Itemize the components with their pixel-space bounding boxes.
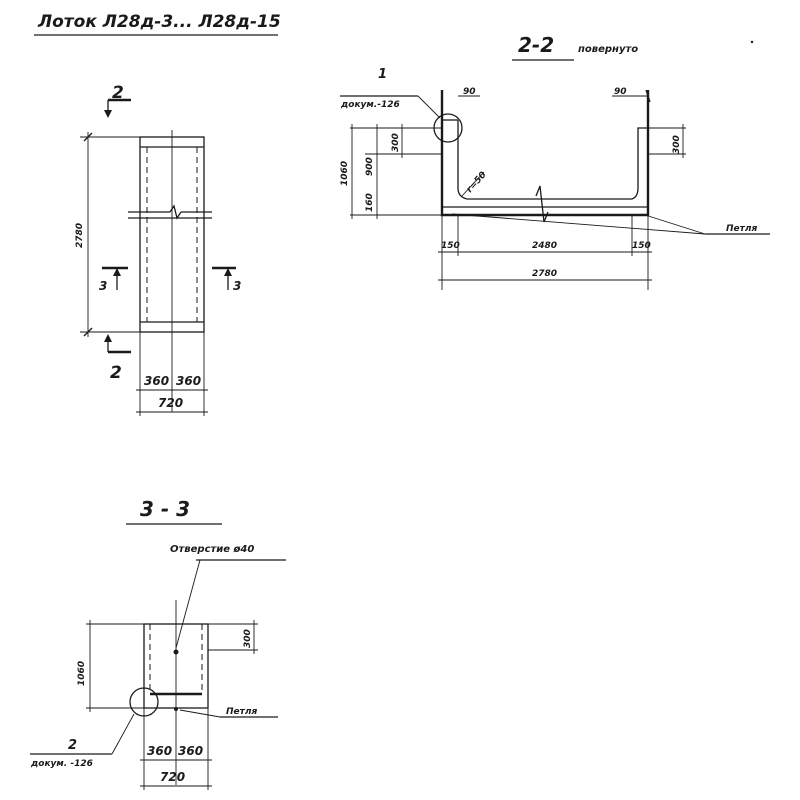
dim-3-half-left: 360 [147, 744, 172, 758]
section-3-3-title: 3 - 3 [140, 497, 190, 521]
radius-leader [461, 171, 485, 197]
hole-label: Отверстие ø40 [170, 544, 254, 555]
callout-1-number: 1 [378, 67, 387, 82]
dim-top-right-tick [645, 89, 651, 103]
plan-dim-half-left: 360 [144, 374, 169, 388]
cut-3-right-arrowhead [224, 268, 232, 276]
dim-3-width: 720 [160, 770, 185, 784]
dim-height-total: 1060 [340, 161, 350, 186]
trough-break-mark [535, 185, 549, 223]
dim-top-right: 90 [614, 87, 627, 97]
cut-2-bottom-label: 2 [110, 363, 122, 383]
plan-view: 2 2 3 3 2780 360 360 720 [75, 83, 241, 416]
cut-3-left-arrowhead [113, 268, 121, 276]
sheet-title: Лоток Л28д-3... Л28д-15 [37, 12, 281, 32]
section-2-2: 2-2 повернуто 1 докум.-126 90 90 1060 90… [340, 33, 770, 290]
section-2-2-title: 2-2 [518, 33, 554, 57]
paper-speck [750, 40, 754, 44]
dim-height-base: 160 [365, 193, 375, 212]
plan-dim-width: 720 [158, 396, 183, 410]
loop-leader-left [451, 213, 706, 235]
callout-1-leader [417, 95, 441, 119]
loop-mark [174, 707, 178, 711]
dim-top-left: 90 [463, 87, 476, 97]
loop-3-leader [179, 709, 221, 718]
hole-leader [175, 559, 201, 649]
trough-outer-contour [440, 90, 650, 217]
callout-2-ref: докум. -126 [30, 759, 93, 769]
trough-inner-contour [457, 120, 648, 200]
dim-side-left: 150 [441, 241, 460, 251]
dim-3-half-right: 360 [178, 744, 203, 758]
callout-1-ref: докум.-126 [340, 100, 400, 110]
section-2-2-subtitle: повернуто [578, 44, 638, 55]
cut-3-left-label: 3 [99, 279, 107, 293]
loop-label-3-3: Петля [226, 707, 257, 717]
plan-tick-a [83, 132, 93, 142]
dim-3-height: 1060 [77, 661, 87, 686]
plan-dim-length: 2780 [75, 223, 85, 248]
dim-edge-left: 300 [391, 133, 401, 152]
dim-middle: 2480 [532, 241, 557, 251]
plan-dim-half-right: 360 [176, 374, 201, 388]
loop-leader-right [641, 213, 706, 235]
dim-radius: r=50 [465, 170, 489, 195]
dim-edge-right: 300 [672, 135, 682, 154]
callout-2-leader [111, 713, 135, 755]
dim-side-right: 150 [632, 241, 651, 251]
dim-overall: 2780 [532, 269, 557, 279]
hole-mark [173, 649, 179, 655]
loop-label-2-2: Петля [726, 224, 757, 234]
cut-2-bottom-arrowhead [104, 334, 112, 342]
section-3-3: 3 - 3 Отверстие ø40 1060 300 Петля 2 док [30, 497, 286, 790]
plan-tick-b [83, 327, 93, 337]
callout-2-number: 2 [68, 738, 77, 753]
cut-2-top-label: 2 [112, 83, 124, 103]
dim-height-wall: 900 [365, 157, 375, 176]
cut-3-right-label: 3 [233, 279, 241, 293]
dim-3-top: 300 [243, 629, 253, 648]
cut-2-top-arrowhead [104, 110, 112, 118]
plan-break-zigzag [169, 204, 182, 220]
